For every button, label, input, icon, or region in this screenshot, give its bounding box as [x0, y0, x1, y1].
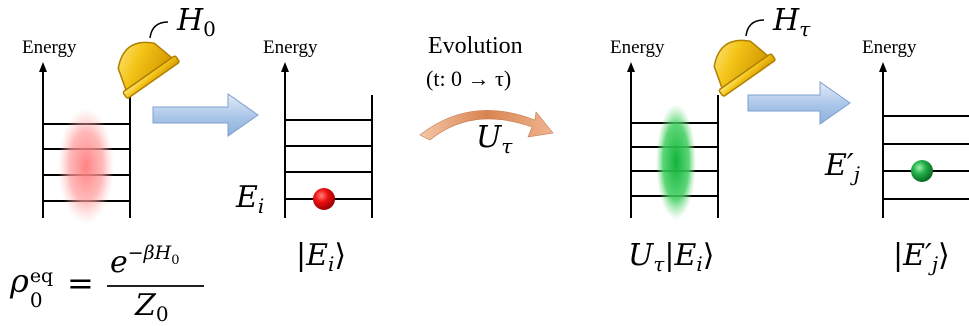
- energy-axis-label-2: Energy: [263, 37, 318, 58]
- denominator: Z0: [135, 288, 169, 326]
- measurement-arrow-2: [747, 81, 851, 125]
- hamiltonian-h0: H0: [177, 3, 216, 41]
- energy-axis-label-3: Energy: [610, 37, 665, 58]
- detector-2: [713, 39, 776, 97]
- detector-1: [117, 41, 180, 99]
- panel-3: [627, 62, 719, 220]
- equals-sign: =: [67, 264, 94, 302]
- evolution-operator: Uτ: [476, 120, 513, 158]
- axis-arrowhead-4: [879, 62, 887, 72]
- evolution-arrow: [419, 110, 554, 141]
- axis-arrowhead-1: [39, 62, 47, 72]
- energy-axis-label-4: Energy: [862, 37, 917, 58]
- axis-arrowhead-3: [627, 62, 635, 72]
- numerator: e−βH0: [110, 242, 180, 280]
- level-label-ej: E′j: [825, 148, 860, 186]
- evolution-interval: (t: 0 → τ): [426, 66, 512, 91]
- state-ket-ej: |E′j⟩: [893, 238, 950, 276]
- panel-4: [879, 62, 969, 218]
- green-particle: [911, 160, 933, 182]
- axis-arrowhead-2: [281, 62, 289, 72]
- evolution-title: Evolution: [428, 33, 523, 59]
- thermal-state-blob: [58, 108, 114, 224]
- panel-1: [39, 62, 131, 224]
- panel-2: [281, 62, 373, 218]
- red-particle: [313, 188, 335, 210]
- state-evolved: Uτ|Ei⟩: [628, 238, 715, 276]
- energy-axis-label-1: Energy: [22, 37, 77, 58]
- level-label-ei: Ei: [236, 180, 265, 218]
- detector-wire-1: [149, 21, 169, 39]
- hamiltonian-htau: Hτ: [773, 3, 811, 41]
- state-ket-ei: |Ei⟩: [296, 238, 347, 276]
- evolved-state-blob: [656, 104, 696, 220]
- detector-wire-2: [745, 19, 765, 37]
- measurement-arrow-1: [152, 93, 259, 137]
